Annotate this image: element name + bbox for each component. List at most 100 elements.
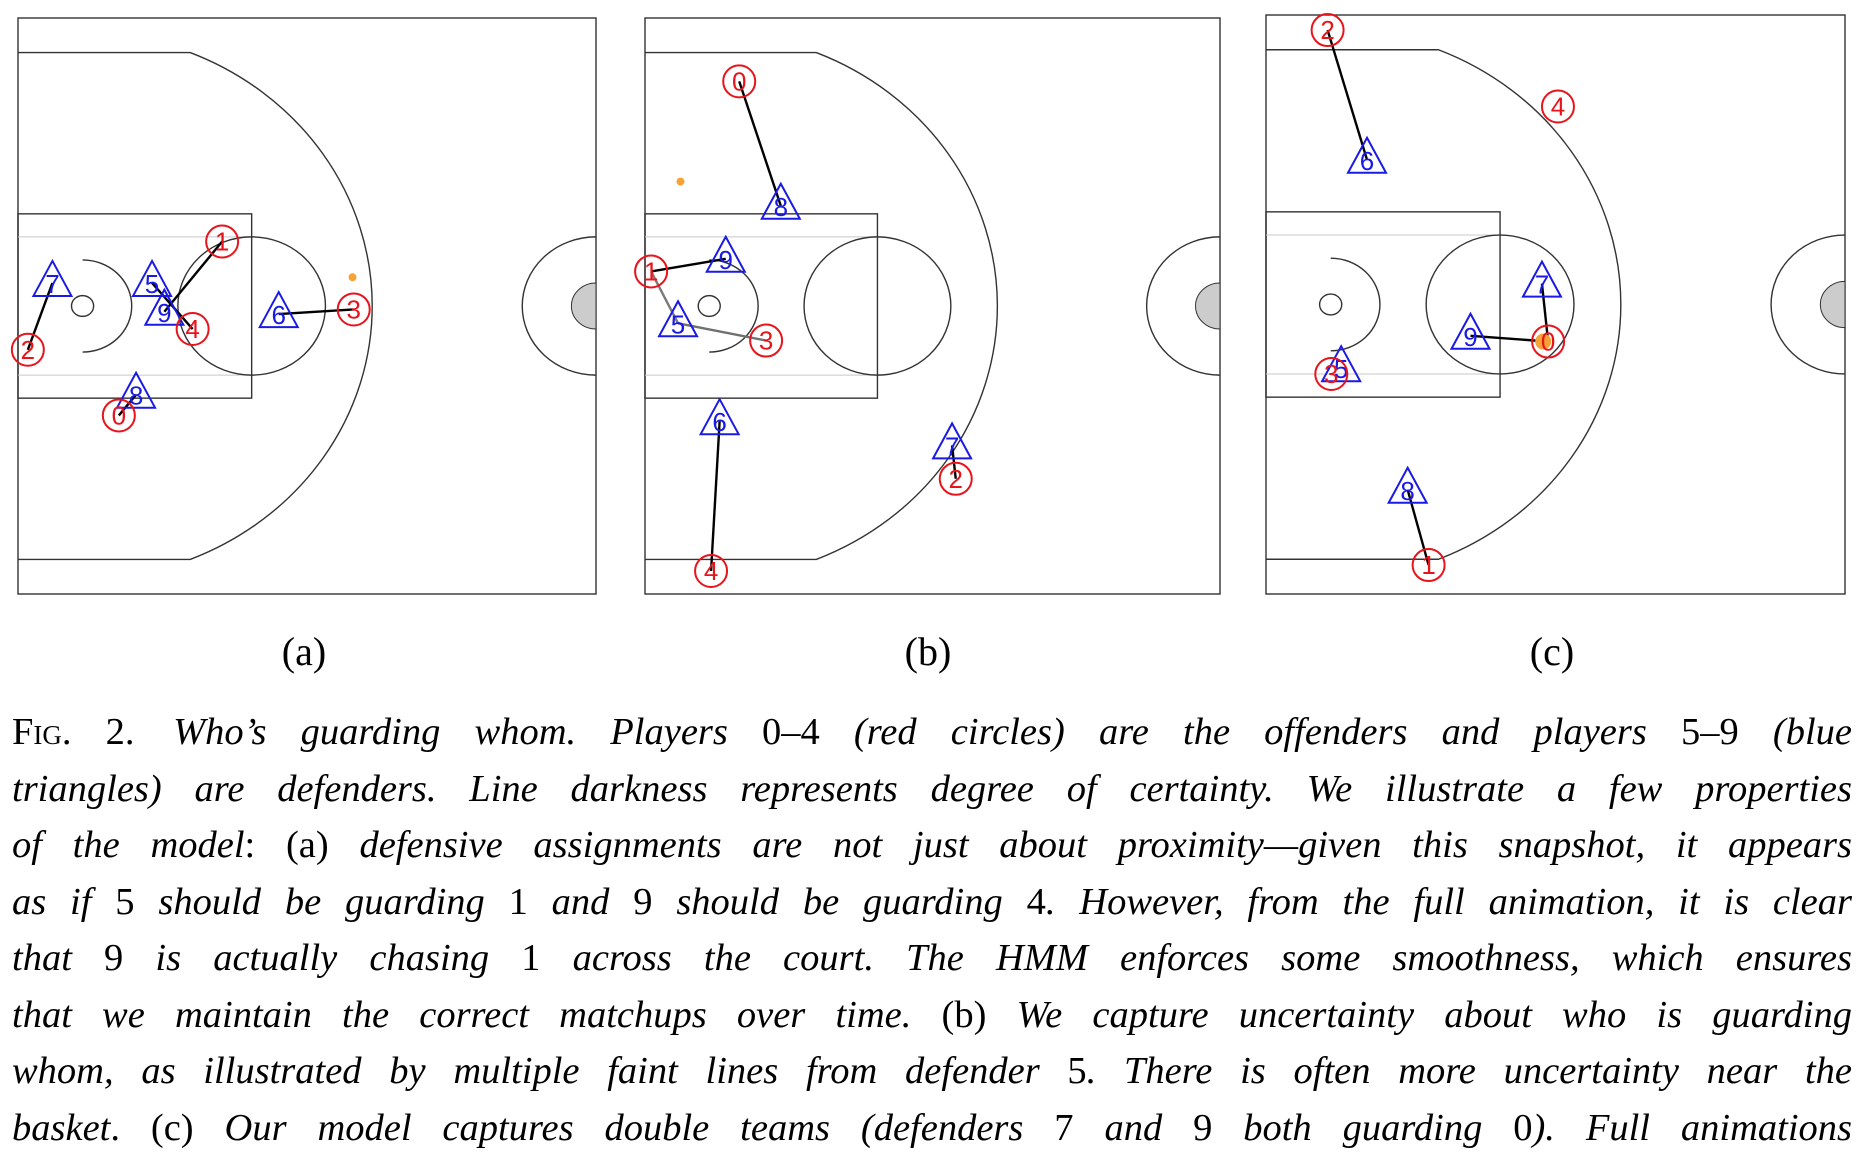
- defender-label-7: 7: [945, 431, 959, 461]
- rim: [697, 294, 721, 318]
- offender-label-1: 1: [1421, 550, 1435, 580]
- offender-label-2: 2: [1320, 15, 1334, 45]
- panel-label-b: (b): [904, 629, 952, 674]
- center-dot: [1195, 282, 1221, 330]
- free-throw-circle: [177, 236, 327, 376]
- court-boundary: [644, 17, 1221, 595]
- free-throw-circle: [803, 236, 952, 376]
- offender-marker-1: [1411, 548, 1446, 583]
- paint-area: [17, 213, 253, 399]
- caption-text: should be guarding: [652, 880, 1027, 923]
- caption-text: and: [1073, 1106, 1194, 1149]
- offender-label-3: 3: [1324, 359, 1338, 389]
- offender-marker-2: [1310, 13, 1345, 48]
- center-circle: [1770, 234, 1846, 375]
- defender-label-9: 9: [1463, 322, 1477, 352]
- caption-text: whom, as illustrated by multiple faint l…: [12, 1050, 1068, 1092]
- offender-marker-3: [749, 323, 784, 358]
- caption-number: 1: [521, 937, 541, 979]
- court-boundary: [17, 17, 597, 595]
- caption-line: that 9 is actually chasing 1 across the …: [12, 930, 1852, 987]
- offender-label-1: 1: [644, 256, 658, 286]
- assignment-line-8-0: [117, 393, 137, 417]
- offender-label-1: 1: [215, 226, 229, 256]
- defender-marker-8: [760, 181, 802, 220]
- defender-marker-9: [143, 287, 186, 326]
- offender-marker-0: [101, 398, 136, 433]
- offender-marker-2: [10, 332, 45, 367]
- caption-text: We capture uncertainty about who is guar…: [1016, 993, 1852, 1036]
- offender-label-2: 2: [21, 335, 35, 365]
- offender-label-0: 0: [732, 66, 746, 96]
- offender-marker-4: [175, 312, 210, 347]
- assignment-line-5-1: [650, 270, 680, 324]
- defender-label-5: 5: [145, 269, 159, 299]
- three-point-line: [18, 51, 373, 561]
- caption-text: (blue: [1738, 711, 1853, 753]
- caption-number: 9: [104, 937, 124, 979]
- defender-marker-6: [1346, 135, 1388, 174]
- caption-line: whom, as illustrated by multiple faint l…: [12, 1043, 1852, 1100]
- rim: [1318, 293, 1343, 316]
- assignment-line-7-2: [26, 282, 54, 351]
- restricted-arc: [82, 259, 133, 353]
- assignment-line-6-4: [709, 421, 721, 572]
- center-circle: [521, 236, 597, 376]
- caption-line: that we maintain the correct matchups ov…: [12, 987, 1852, 1044]
- offender-label-2: 2: [949, 464, 963, 494]
- caption-text: (red circles) are the offenders and play…: [819, 711, 1681, 753]
- offender-marker-0: [722, 64, 757, 99]
- caption-number: 5: [115, 880, 135, 923]
- defender-label-7: 7: [1535, 270, 1549, 300]
- caption-text: and: [527, 880, 634, 923]
- defender-label-9: 9: [157, 298, 171, 328]
- ball: [676, 177, 685, 186]
- defender-marker-5: [1320, 344, 1362, 383]
- offender-label-4: 4: [1551, 91, 1565, 121]
- defender-label-9: 9: [719, 245, 733, 275]
- paint-area: [644, 213, 879, 399]
- panel-label-a: (a): [281, 629, 327, 674]
- free-throw-circle: [1425, 234, 1575, 375]
- defender-label-8: 8: [1400, 476, 1414, 506]
- offender-label-4: 4: [185, 314, 199, 344]
- paint-area: [1265, 211, 1501, 398]
- offender-marker-4: [1540, 89, 1575, 124]
- caption-line: triangles) are defenders. Line darkness …: [12, 761, 1852, 818]
- caption-line: of the model: (a) defensive assignments …: [12, 817, 1852, 874]
- center-circle: [1145, 236, 1221, 376]
- caption-text: triangles) are defenders. Line darkness …: [12, 767, 1852, 810]
- defender-marker-8: [115, 370, 157, 409]
- assignment-line-6-2: [1326, 29, 1369, 161]
- caption-number: 5: [1067, 1050, 1087, 1092]
- caption-number: (b): [941, 993, 1017, 1036]
- rim: [70, 294, 95, 318]
- defender-marker-5: [131, 258, 173, 297]
- defender-marker-7: [31, 258, 74, 297]
- offender-label-0: 0: [112, 400, 126, 430]
- caption-number: 4: [1026, 880, 1046, 923]
- caption-line: basket. (c) Our model captures double te…: [12, 1100, 1852, 1157]
- defender-label-5: 5: [1334, 354, 1348, 384]
- defender-marker-9: [705, 234, 747, 273]
- caption-text: . There is often more uncertainty near t…: [1086, 1050, 1852, 1092]
- offender-label-0: 0: [1541, 327, 1555, 357]
- caption-text: should be guarding: [134, 880, 509, 923]
- caption-line: Fig. 2. Who’s guarding whom. Players 0–4…: [12, 704, 1852, 761]
- center-dot: [570, 282, 597, 330]
- ball: [1535, 333, 1552, 350]
- three-point-line: [645, 51, 998, 561]
- defender-marker-7: [1521, 259, 1563, 298]
- caption-text: Our model captures double teams (defende…: [224, 1106, 1055, 1149]
- caption-number: 0–4: [762, 711, 820, 753]
- caption-text: that: [12, 937, 105, 979]
- assignment-line-8-0: [738, 80, 782, 207]
- center-dot: [1819, 280, 1846, 329]
- offender-marker-2: [938, 461, 973, 496]
- caption-text: basket: [12, 1106, 111, 1149]
- offender-marker-1: [205, 224, 240, 259]
